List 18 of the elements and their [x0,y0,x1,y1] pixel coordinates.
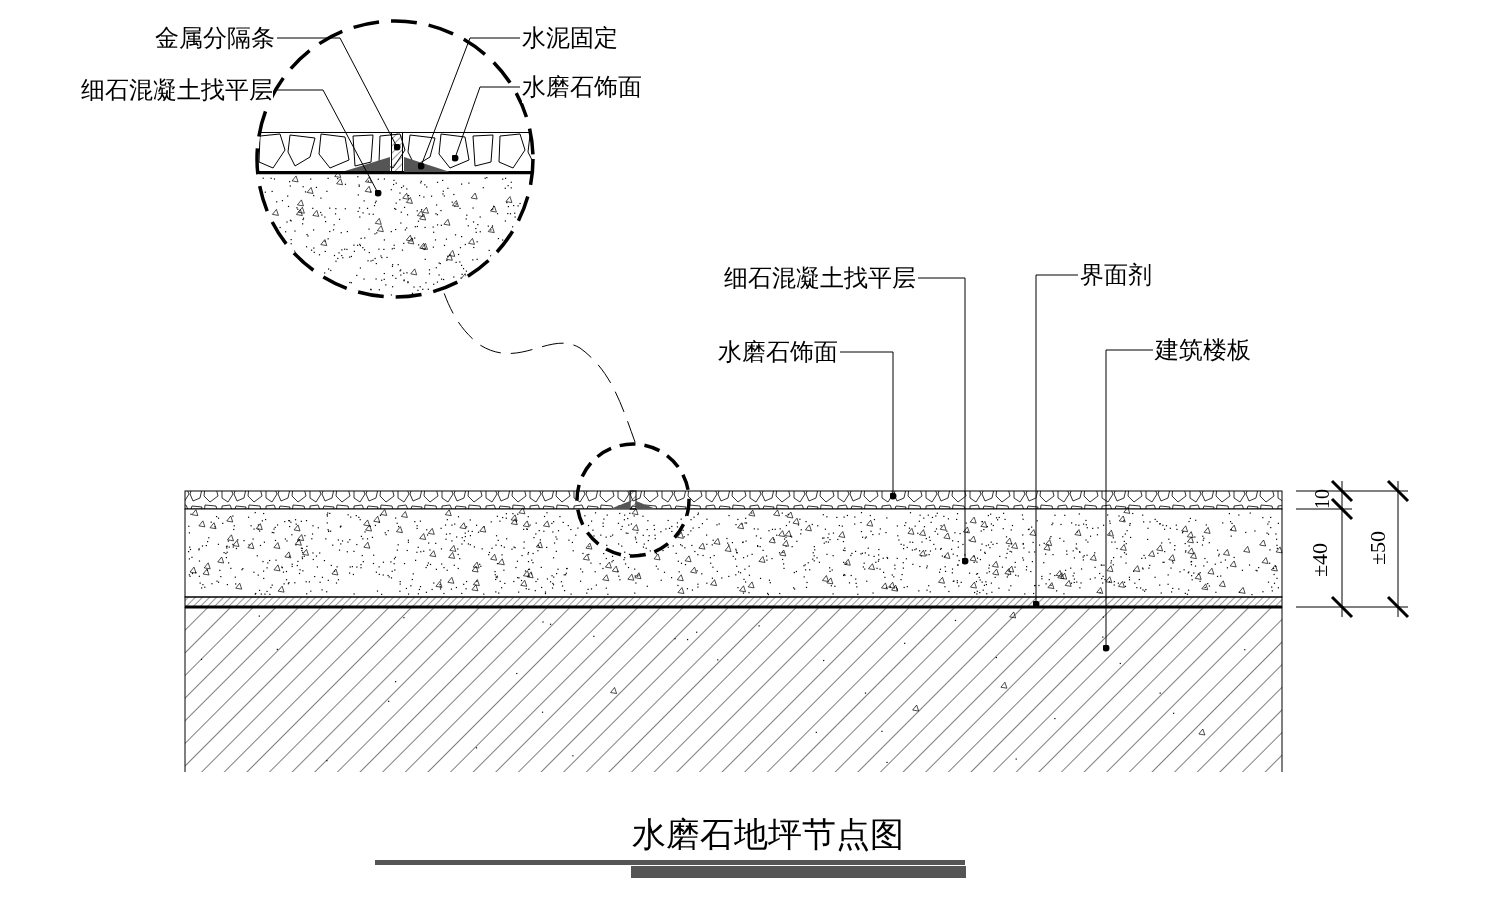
mortar-wedge [404,157,450,172]
leader-line [1102,349,1154,652]
diagram-title: 水磨石地坪节点图 [632,813,904,856]
dimension-text: 10 [1312,489,1332,509]
leader-line [274,89,382,197]
dimension-text: ±50 [1367,530,1389,566]
detail-circle [575,442,691,558]
divider-strip [391,132,403,172]
leader-line [276,37,401,151]
callout-label: 水磨石饰面 [522,71,642,103]
layer-band [258,132,532,172]
leader-line [839,351,897,500]
leader-line [1032,274,1079,608]
dimension-text: ±40 [1309,542,1331,578]
leader-line [417,37,521,170]
leader-line [917,277,969,565]
layer-band [258,172,532,296]
leader-line [451,86,521,162]
